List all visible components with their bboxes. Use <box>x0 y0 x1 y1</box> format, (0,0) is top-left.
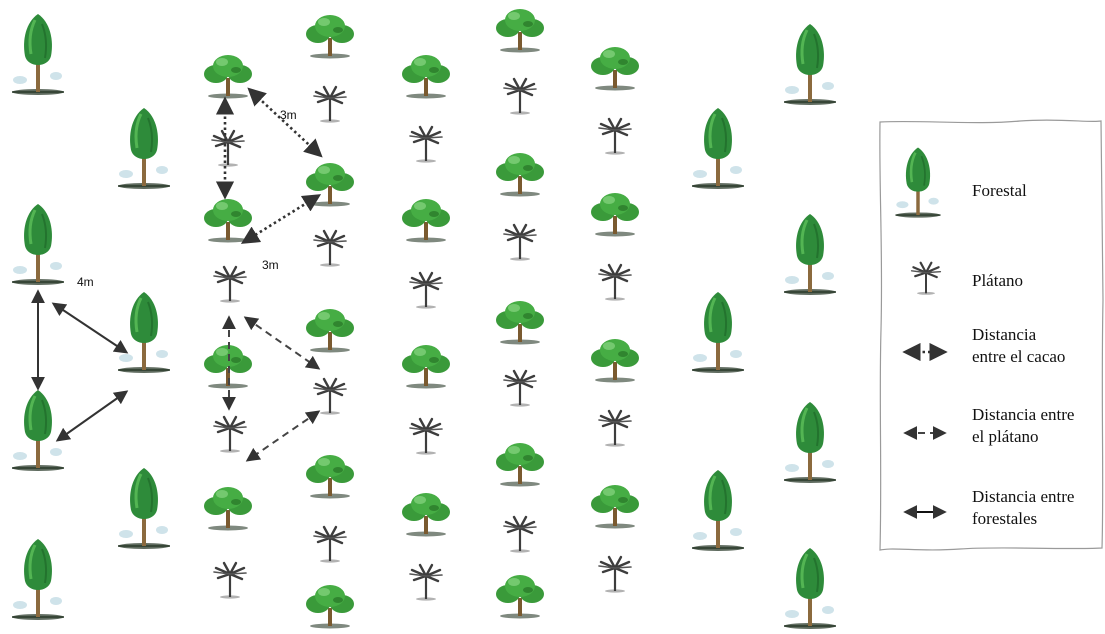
cacao-trees <box>204 9 639 629</box>
cacao-tree-icon <box>402 55 450 99</box>
banana-plant-icon <box>212 415 248 454</box>
forest-tree-icon <box>690 290 746 375</box>
cacao-tree-icon <box>402 199 450 243</box>
forest-tree-icon <box>782 22 838 107</box>
forest-tree-icon <box>782 546 838 631</box>
cacao-tree-icon <box>306 309 354 353</box>
cacao-diagonal-arrow-bottom <box>240 194 322 244</box>
legend-platano-label: Plátano <box>972 271 1023 290</box>
forest-diagonal-arrow-top <box>51 302 129 354</box>
banana-plant-icon <box>212 265 248 304</box>
cacao-distance-label-mid: 3m <box>262 258 279 272</box>
banana-plant-icon <box>312 525 348 564</box>
banana-plant-icon <box>597 409 633 448</box>
legend-cacao-line1: Distancia <box>972 325 1037 344</box>
legend-forest-dist-line1: Distancia entre <box>972 487 1074 506</box>
forest-tree-icon <box>10 537 66 622</box>
forest-distance-arrows <box>31 289 129 442</box>
banana-plant-icon <box>408 563 444 602</box>
cacao-distance-label-top: 3m <box>280 108 297 122</box>
cacao-tree-icon <box>204 487 252 531</box>
forest-distance-label: 4m <box>77 275 94 289</box>
forest-tree-icon <box>116 290 172 375</box>
cacao-distance-arrows <box>215 87 323 244</box>
banana-plant-icon <box>408 125 444 164</box>
cacao-tree-icon <box>591 339 639 383</box>
banana-plant-icon <box>408 271 444 310</box>
forest-tree-icon <box>10 12 66 97</box>
banana-plant-icon <box>502 515 538 554</box>
legend-platano-dist-line2: el plátano <box>972 427 1039 446</box>
cacao-tree-icon <box>496 153 544 197</box>
banana-distance-arrows <box>222 315 321 462</box>
cacao-tree-icon <box>306 15 354 59</box>
banana-plant-icon <box>597 117 633 156</box>
banana-plant-icon <box>597 263 633 302</box>
legend-platano-dist-line1: Distancia entre <box>972 405 1074 424</box>
banana-plant-icon <box>502 77 538 116</box>
forest-tree-icon <box>116 466 172 551</box>
legend-cacao-line2: entre el cacao <box>972 347 1065 366</box>
banana-plant-icon <box>502 223 538 262</box>
banana-diagonal-arrow-bottom <box>245 410 321 462</box>
banana-plant-icon <box>312 229 348 268</box>
forest-tree-icon <box>690 106 746 191</box>
forest-tree-icon <box>782 400 838 485</box>
cacao-tree-icon <box>591 47 639 91</box>
cacao-tree-icon <box>496 443 544 487</box>
legend-forest-dist-line2: forestales <box>972 509 1037 528</box>
cacao-tree-icon <box>306 455 354 499</box>
legend-forestal-label: Forestal <box>972 181 1027 200</box>
banana-plant-icon <box>210 129 246 168</box>
banana-plant-icon <box>312 377 348 416</box>
forest-tree-icon <box>10 388 66 473</box>
cacao-tree-icon <box>496 9 544 53</box>
cacao-tree-icon <box>204 199 252 243</box>
legend: Forestal Plátano Distancia entre el caca… <box>879 119 1104 551</box>
cacao-tree-icon <box>402 345 450 389</box>
banana-plant-icon <box>597 555 633 594</box>
legend-frame <box>879 119 1104 551</box>
cacao-tree-icon <box>591 485 639 529</box>
banana-plant-icon <box>312 85 348 124</box>
forest-trees <box>10 12 838 631</box>
forest-tree-icon <box>116 106 172 191</box>
cacao-tree-icon <box>496 301 544 345</box>
forest-tree-icon <box>782 212 838 297</box>
banana-plant-icon <box>212 561 248 600</box>
cacao-tree-icon <box>204 55 252 99</box>
cacao-tree-icon <box>496 575 544 619</box>
cacao-tree-icon <box>402 493 450 537</box>
cacao-tree-icon <box>591 193 639 237</box>
forest-tree-icon <box>10 202 66 287</box>
banana-diagonal-arrow-top <box>243 316 321 370</box>
forest-tree-icon <box>690 468 746 553</box>
cacao-tree-icon <box>306 585 354 629</box>
banana-plant-icon <box>408 417 444 456</box>
banana-plant-icon <box>502 369 538 408</box>
banana-plants <box>210 77 633 602</box>
forest-diagonal-arrow-bottom <box>55 390 129 442</box>
cacao-diagonal-arrow-top <box>247 87 323 158</box>
